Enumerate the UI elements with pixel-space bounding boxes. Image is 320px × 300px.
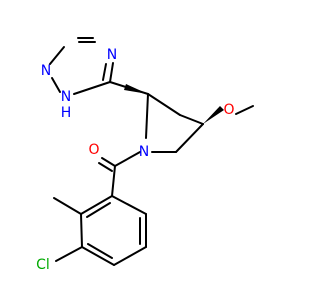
bond-ar3 — [113, 246, 147, 266]
atom-o-carbonyl: O — [88, 142, 99, 158]
bond-c3-n4 — [109, 62, 114, 83]
bond-c4-c5 — [175, 123, 204, 153]
atom-h-triazole: H — [61, 105, 72, 121]
bond-ar6-inner — [86, 202, 111, 218]
bond-ar1 — [111, 195, 147, 215]
atom-n-triazole-left: N — [41, 63, 51, 79]
wedge-bond-stereo-c2 — [124, 84, 148, 94]
bond-n1-n2 — [51, 77, 61, 93]
pyrrolidine-ring — [124, 84, 224, 153]
bond-carbonyl-aryl — [111, 165, 116, 197]
bond-ar4-inner — [87, 243, 113, 259]
bond-c5-n1 — [49, 46, 65, 65]
atom-n-triazole-top: N — [107, 47, 117, 63]
atom-n-pyrrolidine: N — [139, 144, 149, 160]
canvas-background — [0, 0, 300, 300]
triazole-ring — [49, 37, 149, 95]
bond-chlorine — [55, 246, 83, 262]
benzene-substituents — [53, 197, 83, 262]
bond-c-o — [101, 157, 116, 167]
bond-n1-c2 — [145, 93, 149, 139]
benzene-ring — [80, 195, 147, 266]
bond-n2-c3 — [73, 81, 111, 95]
bond-c3-c4 — [179, 114, 204, 125]
wedge-bond-stereo-c4 — [203, 106, 224, 124]
bond-c-o-double — [98, 162, 113, 172]
bond-ar5 — [80, 213, 83, 248]
atom-n-triazole-nh: N — [61, 89, 71, 105]
bond-methyl — [53, 197, 82, 215]
bond-ar6 — [80, 195, 113, 215]
bond-ar4 — [81, 246, 115, 266]
molecule-structure: N N N H N O O Cl — [0, 0, 300, 300]
amide-linkage — [98, 151, 141, 197]
methoxy-group — [235, 105, 254, 115]
bond-o-ch3 — [235, 105, 254, 115]
bond-c2-c3 — [147, 93, 181, 116]
atom-o-methoxy: O — [223, 102, 234, 118]
atom-chlorine: Cl — [36, 257, 50, 273]
bond-n-carbonyl — [114, 151, 141, 167]
bond-c3-n4-double — [102, 63, 107, 81]
